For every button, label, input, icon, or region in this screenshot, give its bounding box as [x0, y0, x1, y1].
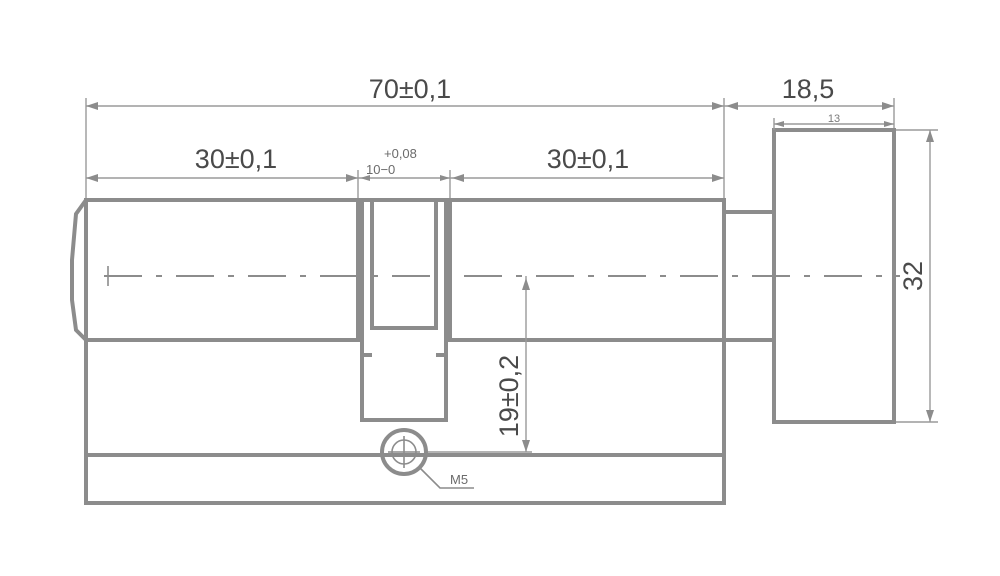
dim-text-cam-tol: +0,08	[384, 146, 417, 161]
screw-hole-outer	[380, 428, 428, 476]
arrow	[522, 278, 530, 290]
dim-text-19: 19±0,2	[494, 355, 524, 437]
dim-text-13: 13	[828, 113, 840, 125]
arrow	[726, 102, 738, 110]
m5-leader	[419, 467, 474, 489]
dim-left-section: 30±0,1	[86, 144, 359, 198]
arrow	[346, 174, 358, 182]
arrow	[452, 174, 464, 182]
arrow	[884, 121, 894, 127]
dim-knob-length: 18,5 13	[724, 74, 895, 130]
arrow	[86, 102, 98, 110]
dim-text-cam-base: 10−0	[366, 162, 395, 177]
arrow	[926, 130, 934, 142]
dim-text-32: 32	[898, 261, 928, 291]
cylinder-body	[70, 198, 726, 505]
dim-cam-width: +0,08 10−0	[358, 146, 451, 198]
arrow	[440, 175, 450, 181]
dim-text-left30: 30±0,1	[195, 144, 277, 174]
cam-outline	[360, 198, 448, 422]
cam-inner	[370, 198, 438, 330]
screw-hole: M5	[380, 428, 474, 489]
arrow	[360, 175, 370, 181]
arrow	[86, 174, 98, 182]
dim-screw-offset: 19±0,2	[428, 276, 532, 453]
dim-text-70: 70±0,1	[369, 74, 451, 104]
left-barrel	[84, 198, 360, 342]
dim-right-section: 30±0,1	[450, 144, 724, 182]
dim-text-18: 18,5	[782, 74, 835, 104]
arrow	[712, 174, 724, 182]
m5-label: M5	[450, 472, 468, 487]
dim-text-right30: 30±0,1	[547, 144, 629, 174]
right-barrel	[448, 198, 726, 342]
arrow	[926, 410, 934, 422]
arrow	[522, 440, 530, 452]
arrow	[712, 102, 724, 110]
arrow	[774, 121, 784, 127]
arrow	[882, 102, 894, 110]
cam-slot	[360, 198, 448, 422]
dim-knob-height: 32	[896, 129, 938, 423]
dim-overall-length: 70±0,1	[85, 74, 725, 198]
key-entry-chamfer	[70, 198, 88, 342]
lower-body	[84, 453, 726, 505]
